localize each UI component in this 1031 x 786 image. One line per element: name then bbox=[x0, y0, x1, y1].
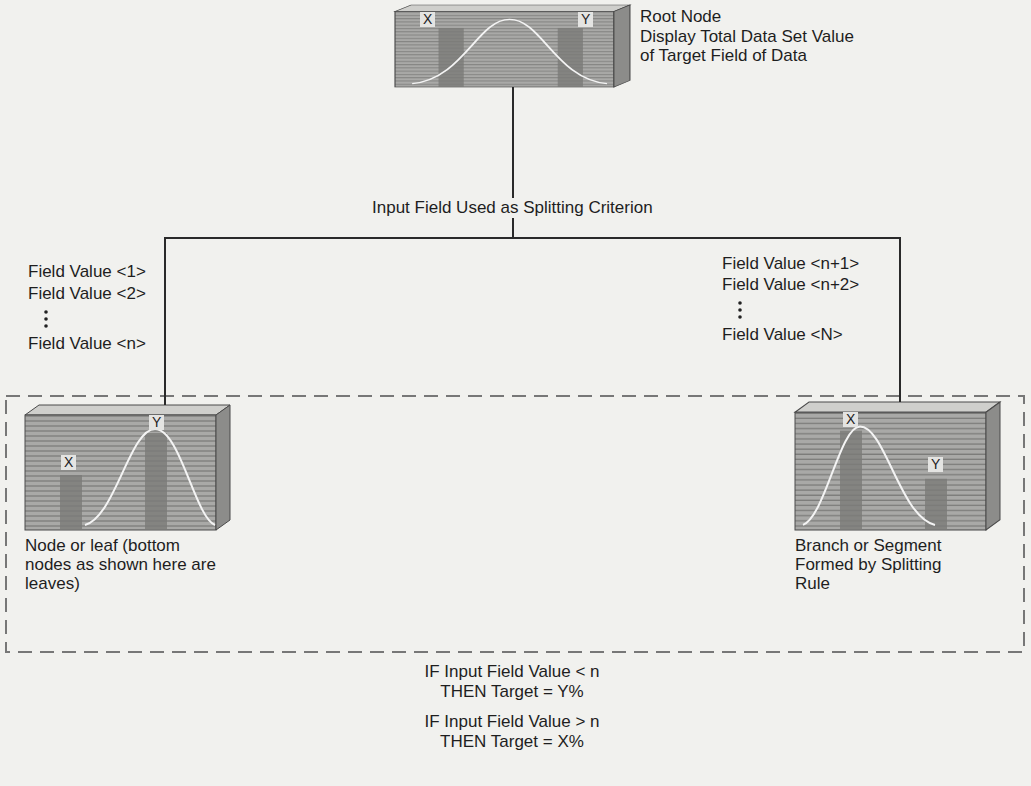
root-node: XYRoot NodeDisplay Total Data Set Value … bbox=[395, 5, 630, 87]
node-caption: Node or leaf (bottom nodes as shown here… bbox=[25, 536, 225, 593]
node-heading: Root Node bbox=[640, 7, 721, 26]
node-caption: Branch or Segment Formed by Splitting Ru… bbox=[795, 536, 975, 593]
split-criterion: Input Field Used as Splitting Criterion bbox=[368, 198, 657, 218]
split-rule: IF Input Field Value < n THEN Target = Y… bbox=[412, 662, 612, 702]
class-letter: X bbox=[61, 455, 76, 470]
class-letter: Y bbox=[578, 12, 593, 27]
field-value: Field Value <n> bbox=[28, 334, 146, 354]
class-letter: Y bbox=[149, 415, 164, 430]
dashed-region bbox=[6, 396, 1024, 652]
class-letter: X bbox=[420, 12, 435, 27]
field-value: Field Value <N> bbox=[722, 325, 843, 345]
tree-branch-line bbox=[165, 87, 513, 405]
branch-node: XYBranch or Segment Formed by Splitting … bbox=[795, 402, 1000, 530]
field-value: Field Value <n+2> bbox=[722, 275, 859, 295]
branch-cube bbox=[795, 402, 1000, 530]
class-letter: X bbox=[843, 412, 858, 427]
root-cube bbox=[395, 5, 630, 87]
field-value: Field Value <1> bbox=[28, 262, 146, 282]
split-rule: IF Input Field Value > n THEN Target = X… bbox=[412, 712, 612, 752]
leaf-node: XYNode or leaf (bottom nodes as shown he… bbox=[25, 405, 230, 530]
class-letter: Y bbox=[928, 457, 943, 472]
leaf-cube bbox=[25, 405, 230, 530]
field-value: Field Value <n+1> bbox=[722, 254, 859, 274]
tree-branch-line bbox=[513, 87, 900, 402]
node-caption: Display Total Data Set Value of Target F… bbox=[640, 27, 866, 65]
ellipsis-dots bbox=[44, 301, 742, 328]
field-value: Field Value <2> bbox=[28, 284, 146, 304]
